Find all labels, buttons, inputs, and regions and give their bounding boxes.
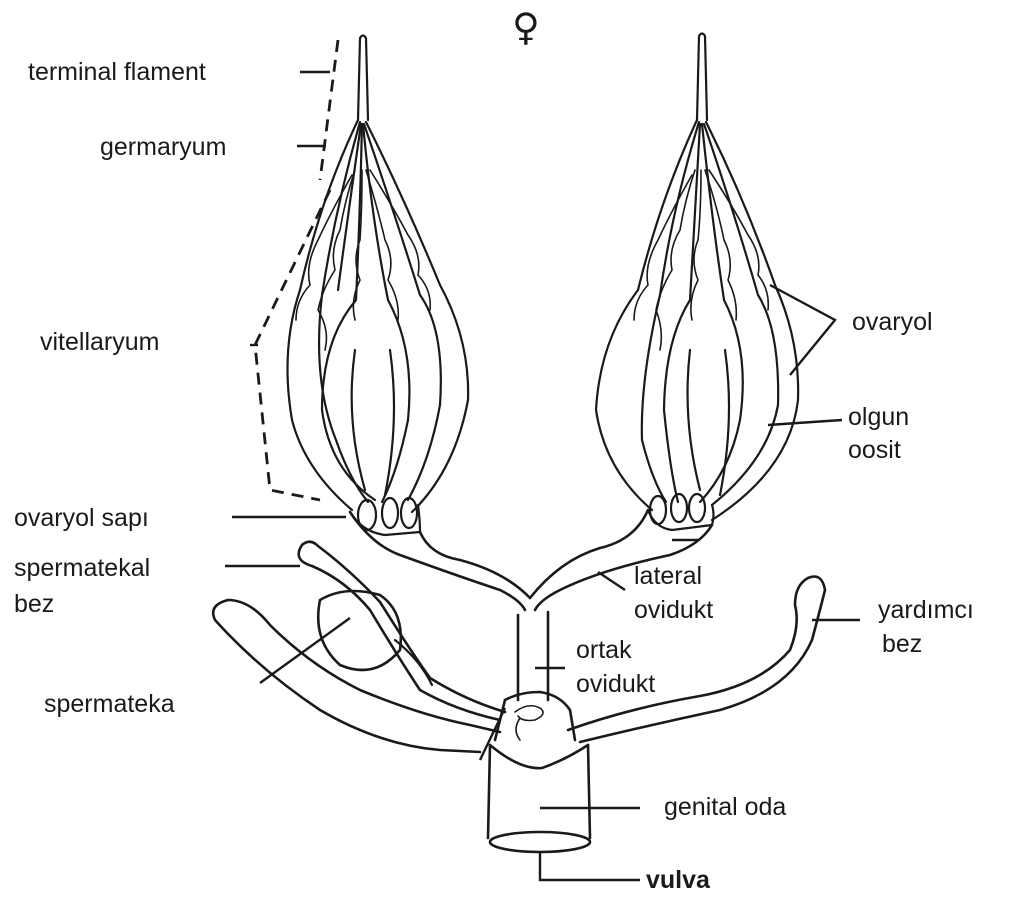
label-germarium: germaryum <box>100 133 226 161</box>
label-accessory-gland-1: yardımcı <box>878 596 974 624</box>
label-lateral-oviduct-2: ovidukt <box>634 596 713 624</box>
label-lateral-oviduct-1: lateral <box>634 562 702 590</box>
label-genital-chamber: genital oda <box>664 793 786 821</box>
label-spermathecal-gland-2: bez <box>14 590 54 618</box>
leader-lines <box>225 40 860 880</box>
right-ovary <box>596 34 798 531</box>
label-mature-oocyte-1: olgun <box>848 403 909 431</box>
label-vulva: vulva <box>646 866 711 894</box>
label-common-oviduct-2: ovidukt <box>576 670 655 698</box>
spermatheca-group <box>299 542 505 720</box>
genital-chamber <box>488 692 590 852</box>
label-spermatheca: spermateka <box>44 690 175 718</box>
label-spermathecal-gland-1: spermatekal <box>14 554 150 582</box>
female-symbol: ♀ <box>512 5 540 49</box>
label-accessory-gland-2: bez <box>882 630 922 658</box>
label-common-oviduct-1: ortak <box>576 636 632 664</box>
label-ovariole: ovaryol <box>852 308 933 336</box>
label-mature-oocyte-2: oosit <box>848 436 901 464</box>
labels: terminal flament germaryum vitellaryum o… <box>14 58 974 894</box>
label-terminal-filament: terminal flament <box>28 58 206 86</box>
label-ovariole-stalk: ovaryol sapı <box>14 504 149 532</box>
left-ovary <box>288 36 469 536</box>
label-vitellarium: vitellaryum <box>40 328 159 356</box>
